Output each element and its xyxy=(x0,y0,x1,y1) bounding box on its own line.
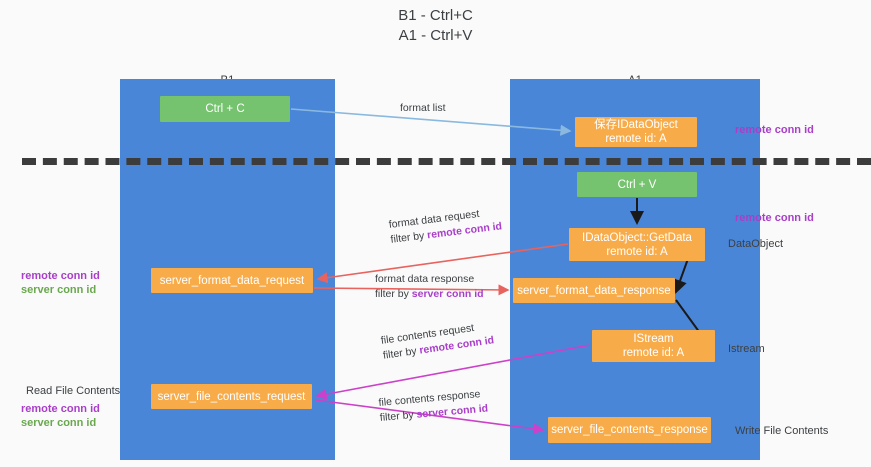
note-remote-conn-id-mid-text: remote conn id xyxy=(735,212,814,224)
page-title: B1 - Ctrl+C A1 - Ctrl+V xyxy=(0,6,871,46)
edge-label-format-list-text: format list xyxy=(400,102,446,114)
node-ctrl-c-label: Ctrl + C xyxy=(205,103,245,115)
filter-prefix: filter by xyxy=(375,288,412,300)
node-server-file-contents-request[interactable]: server_file_contents_request xyxy=(151,384,312,409)
node-server-file-contents-request-label: server_file_contents_request xyxy=(157,390,306,403)
filter-prefix: filter by xyxy=(379,408,418,424)
node-istream-label: IStream xyxy=(633,333,674,345)
node-idataobject-getdata-sub: remote id: A xyxy=(606,245,668,258)
node-save-idataobject[interactable]: 保存IDataObject remote id: A xyxy=(575,117,697,147)
node-server-format-data-response[interactable]: server_format_data_response xyxy=(513,278,675,303)
node-server-format-data-response-label: server_format_data_response xyxy=(517,284,671,297)
note-left-server-conn-id-2: server conn id xyxy=(21,417,97,429)
node-idataobject-getdata[interactable]: IDataObject::GetData remote id: A xyxy=(569,228,705,261)
note-dataobject-text: DataObject xyxy=(728,238,784,250)
node-save-idataobject-sub: remote id: A xyxy=(605,133,667,145)
note-write-file-contents: Write File Contents xyxy=(735,424,828,438)
title-line-2: A1 - Ctrl+V xyxy=(398,27,473,44)
note-left-conn-ids-lower: remote conn id server conn id xyxy=(21,402,100,430)
filter-prefix: filter by xyxy=(382,344,421,362)
node-istream-sub: remote id: A xyxy=(622,347,685,359)
note-left-remote-conn-id-2: remote conn id xyxy=(21,403,100,415)
note-dataobject: DataObject xyxy=(728,237,783,251)
filter-prefix: filter by xyxy=(389,229,428,246)
note-left-server-conn-id-1: server conn id xyxy=(21,284,97,296)
node-save-idataobject-label: 保存IDataObject xyxy=(594,119,678,131)
edge-label-format-data-response-filter: filter by server conn id xyxy=(375,287,484,302)
note-istream: Istream xyxy=(728,342,765,356)
note-remote-conn-id-top-text: remote conn id xyxy=(735,124,814,136)
node-ctrl-v[interactable]: Ctrl + V xyxy=(577,172,697,197)
edge-label-file-contents-request: file contents request filter by remote c… xyxy=(380,318,495,363)
node-ctrl-v-label: Ctrl + V xyxy=(617,178,657,191)
node-istream[interactable]: IStream remote id: A xyxy=(592,330,715,362)
note-read-file-contents: Read File Contents xyxy=(26,384,120,398)
note-left-conn-ids-upper: remote conn id server conn id xyxy=(21,269,100,297)
note-remote-conn-id-mid: remote conn id xyxy=(735,211,814,225)
note-remote-conn-id-top: remote conn id xyxy=(735,123,814,137)
edge-label-format-data-response-text: format data response xyxy=(375,273,475,285)
node-server-format-data-request[interactable]: server_format_data_request xyxy=(151,268,313,293)
edge-label-format-list: format list xyxy=(400,101,446,116)
note-istream-text: Istream xyxy=(728,343,765,355)
node-server-file-contents-response-label: server_file_contents_response xyxy=(551,424,708,436)
edge-label-format-data-response: format data response filter by server co… xyxy=(375,272,484,302)
node-server-file-contents-response[interactable]: server_file_contents_response xyxy=(548,417,711,443)
note-left-remote-conn-id-1: remote conn id xyxy=(21,270,100,282)
filter-key: server conn id xyxy=(411,288,484,300)
edge-label-format-data-request: format data request filter by remote con… xyxy=(388,204,503,247)
node-idataobject-getdata-label: IDataObject::GetData xyxy=(582,231,692,244)
node-ctrl-c[interactable]: Ctrl + C xyxy=(160,96,290,122)
edge-label-file-contents-response: file contents response filter by server … xyxy=(378,387,489,426)
note-write-file-contents-text: Write File Contents xyxy=(735,425,829,437)
note-read-file-contents-text: Read File Contents xyxy=(26,385,121,397)
title-line-1: B1 - Ctrl+C xyxy=(398,7,473,24)
node-server-format-data-request-label: server_format_data_request xyxy=(159,274,305,287)
phase-separator xyxy=(22,158,871,165)
